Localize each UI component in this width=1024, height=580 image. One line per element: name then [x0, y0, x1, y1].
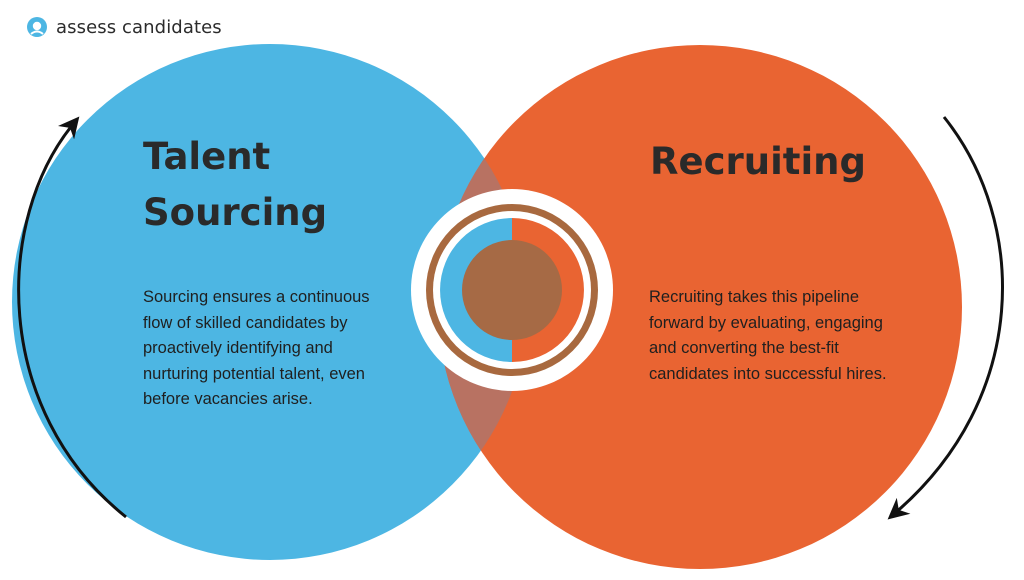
arrow-down-curved-icon [887, 116, 1004, 520]
talent-sourcing-circle [12, 44, 528, 560]
recruiting-description: Recruiting takes this pipeline forward b… [649, 288, 887, 383]
talent-sourcing-description: Sourcing ensures a continuous flow of sk… [143, 288, 370, 408]
brand-name: assess candidates [56, 16, 222, 38]
assess-candidates-logo-icon [27, 17, 47, 37]
recruiting-circle [438, 45, 962, 569]
cycle-target-icon [411, 189, 613, 391]
talent-sourcing-heading-line1: Talent [143, 135, 271, 178]
recruiting-heading: Recruiting [650, 140, 866, 183]
brand-logo: assess candidates [26, 16, 222, 38]
talent-sourcing-heading: Talent Sourcing [143, 129, 383, 241]
arrow-up-curved-icon [17, 116, 127, 519]
talent-sourcing-heading-line2: Sourcing [143, 191, 328, 234]
